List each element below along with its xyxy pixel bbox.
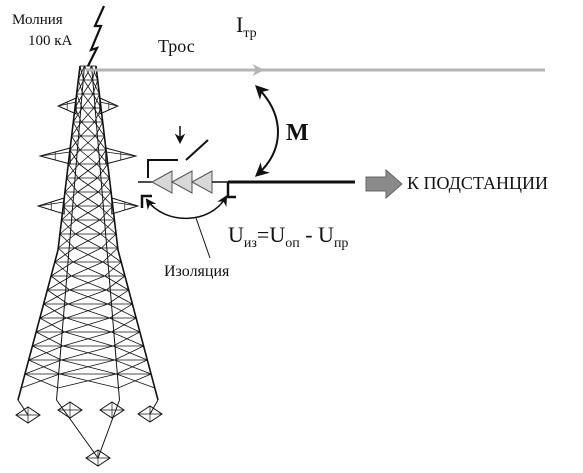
tower-side-mark: [140, 194, 152, 208]
insulation-curved-arrow: [145, 195, 228, 220]
flashover-gap: [147, 139, 209, 178]
triangle-insulator-icon: [150, 170, 173, 194]
eq-u: U: [228, 222, 244, 247]
voltage-equation: Uиз=Uоп - Uпр: [228, 222, 348, 252]
mutual-inductance-label: М: [286, 120, 309, 146]
cable-current-label: Iтр: [236, 12, 257, 42]
triangle-insulator-icon: [190, 170, 213, 194]
conductor-drop: [226, 182, 236, 199]
to-substation-label: К ПОДСТАНЦИИ: [407, 173, 548, 193]
lightning-bolt-icon: [87, 5, 106, 67]
eq-equals: =U: [256, 222, 286, 247]
lightning-label: Молния: [12, 12, 63, 28]
block-arrow-right-icon: [365, 168, 403, 200]
eq-u3-sub: пр: [333, 236, 349, 251]
insulation-label: Изоляция: [164, 263, 230, 280]
triangle-insulator-icon: [170, 170, 193, 194]
current-subscript: тр: [243, 26, 257, 41]
insulation-leader: [195, 217, 211, 259]
eq-minus: - U: [299, 222, 334, 247]
eq-u-sub: из: [243, 236, 257, 251]
insulator-string: [138, 170, 228, 194]
current-symbol: I: [236, 12, 244, 37]
eq-u2-sub: оп: [285, 236, 300, 251]
cable-label: Трос: [158, 36, 195, 56]
lightning-current-label: 100 кА: [28, 33, 73, 49]
transmission-tower: [15, 65, 163, 467]
mutual-coupling-arrow: [254, 85, 279, 177]
